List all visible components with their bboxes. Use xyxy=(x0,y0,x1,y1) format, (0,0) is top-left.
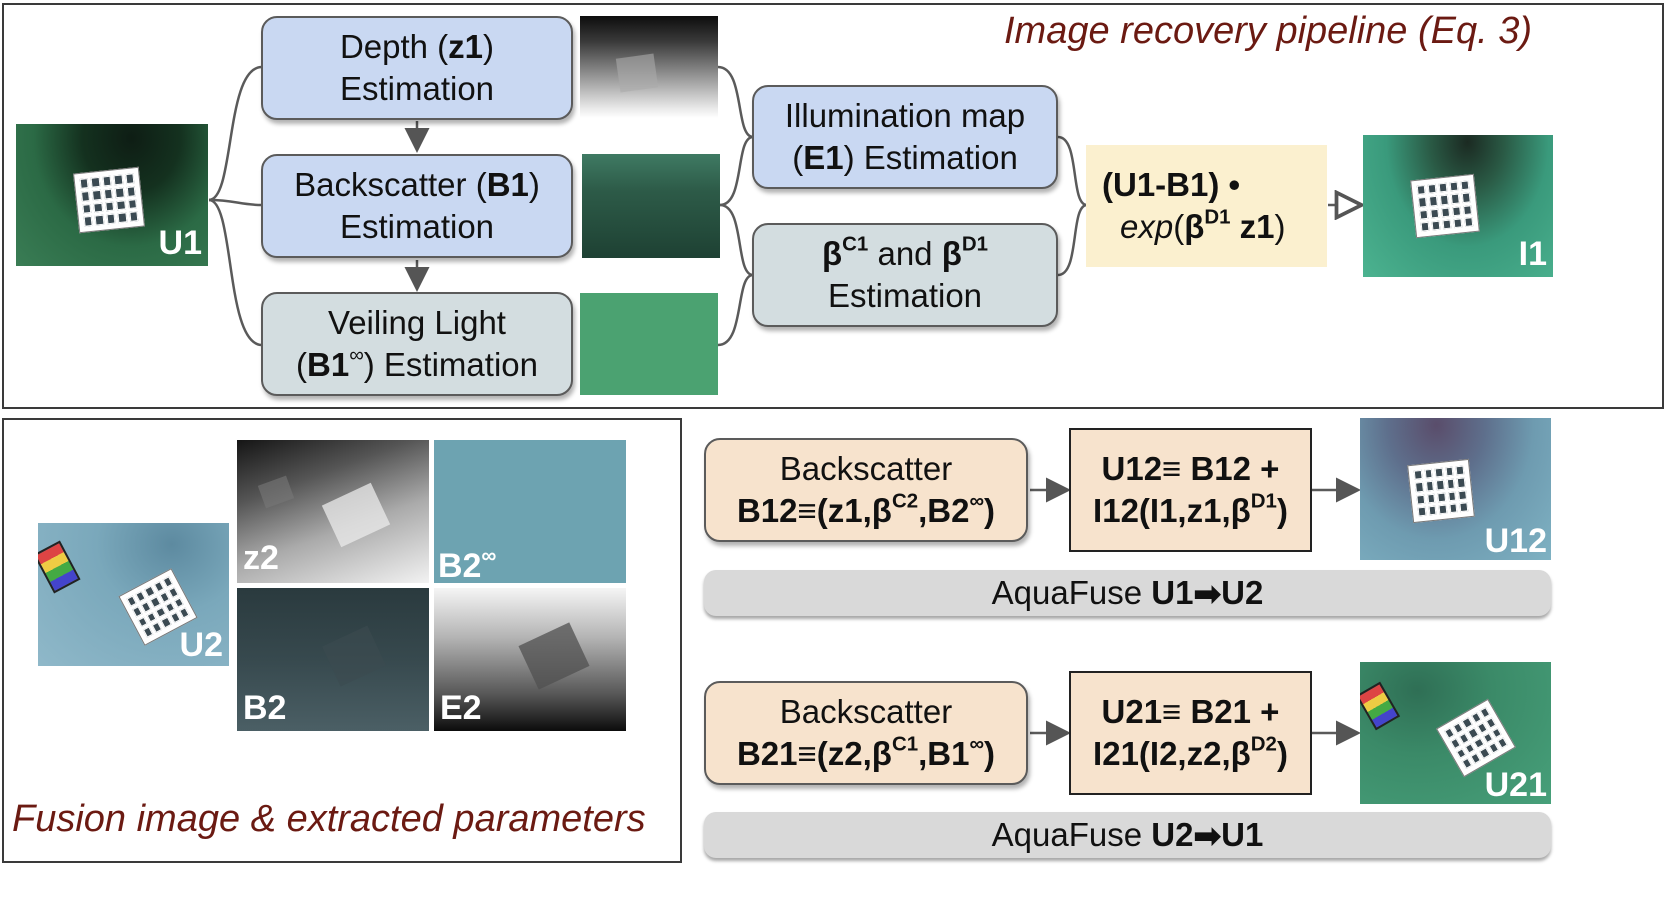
calibration-board xyxy=(1407,458,1475,524)
b2-backscatter-map: B2 xyxy=(237,588,429,731)
u21-label: U21 xyxy=(1484,766,1547,804)
veiling-light-estimation-box: Veiling Light (B1∞) Estimation xyxy=(261,292,573,396)
b2-veiling-light-swatch: B2∞ xyxy=(434,440,626,583)
backscatter-estimation-box: Backscatter (B1) Estimation xyxy=(261,154,573,258)
color-checker xyxy=(38,540,81,594)
b2-infinity-label: B2∞ xyxy=(438,544,497,583)
backscatter-b12-box: Backscatter B12≡(z1,βC2,B2∞) xyxy=(704,438,1028,542)
u21-composition-box: U21≡ B21 + I21(I2,z2,βD2) xyxy=(1069,671,1312,795)
e2-illumination-map: E2 xyxy=(434,588,626,731)
backscatter-map-thumbnail xyxy=(582,154,720,258)
aquafuse-u2-to-u1-bar: AquaFuse U2 ➡ U1 xyxy=(704,812,1551,858)
u2-fusion-image: U2 xyxy=(38,523,229,666)
i1-output-image: I1 xyxy=(1363,135,1553,277)
calibration-board xyxy=(1410,173,1480,239)
i1-label: I1 xyxy=(1518,235,1547,273)
e2-label: E2 xyxy=(440,689,482,727)
u1-input-image: U1 xyxy=(16,124,208,266)
beta-estimation-box: βC1 and βD1 Estimation xyxy=(752,223,1058,327)
pipeline-title: Image recovery pipeline (Eq. 3) xyxy=(1004,10,1533,52)
u2-label: U2 xyxy=(179,626,223,664)
illumination-map-estimation-box: Illumination map (E1) Estimation xyxy=(752,85,1058,189)
b2-label: B2 xyxy=(243,689,287,727)
u1-label: U1 xyxy=(158,224,202,262)
u12-composition-box: U12≡ B12 + I12(I1,z1,βD1) xyxy=(1069,428,1312,552)
depth-estimation-box: Depth (z1) Estimation xyxy=(261,16,573,120)
veiling-light-swatch xyxy=(580,293,718,395)
fusion-title: Fusion image & extracted parameters xyxy=(12,798,646,840)
fusion-parameters-panel xyxy=(2,418,682,863)
z2-depth-map: z2 xyxy=(237,440,429,583)
u21-fused-image: U21 xyxy=(1360,662,1551,804)
u12-fused-image: U12 xyxy=(1360,418,1551,560)
z2-label: z2 xyxy=(243,539,279,577)
calibration-board xyxy=(73,166,145,234)
color-checker xyxy=(1360,681,1401,731)
recovery-pipeline-panel xyxy=(2,3,1664,409)
u12-label: U12 xyxy=(1484,522,1547,560)
aquafuse-u1-to-u2-bar: AquaFuse U1 ➡ U2 xyxy=(704,570,1551,616)
depth-map-thumbnail xyxy=(580,16,718,118)
backscatter-b21-box: Backscatter B21≡(z2,βC1,B1∞) xyxy=(704,681,1028,785)
recovery-equation-box: (U1-B1) • exp(βD1 z1) xyxy=(1086,145,1327,267)
